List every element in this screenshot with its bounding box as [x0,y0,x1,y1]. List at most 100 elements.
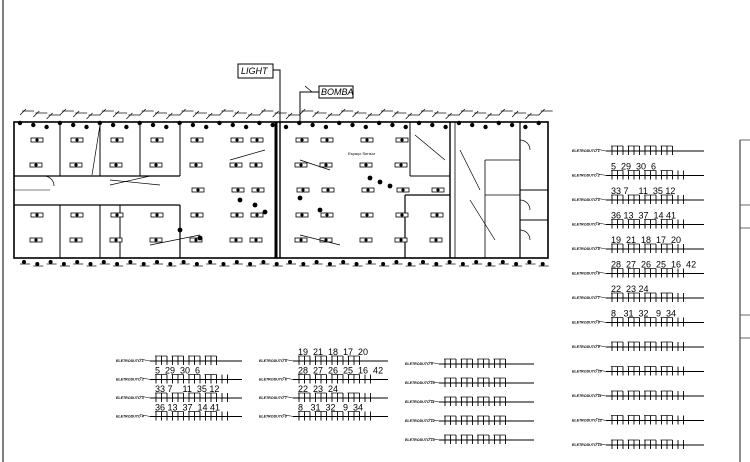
outlet-symbol [164,124,169,130]
outlet-symbol [350,122,355,128]
outlet-symbol [421,260,425,264]
circuit-numbers: 19 21 18 17 20 [298,347,368,357]
conduit-row: ELETRODUTO 12 [405,415,534,425]
outlet-symbol [474,260,479,264]
outlet-symbol [407,262,412,266]
outlet-symbol [297,120,302,126]
conduit-row: ELETRODUTO 436 13 37 14 41 [116,403,242,421]
circuit-numbers: 8 31 32 9 34 [298,403,363,413]
outlet-symbol [317,207,323,213]
outlet-symbol [483,124,488,130]
conduit-label: ELETRODUTO 8 [259,415,287,419]
conduit-row: ELETRODUTO 9 [405,358,534,368]
outlet-symbol [460,262,465,266]
outlet-symbol [283,124,289,130]
conduit-row: ELETRODUTO 10 [572,366,704,376]
conduit-row: ELETRODUTO 11 [405,396,534,406]
outlet-symbol [447,260,452,264]
outlet-symbol [354,262,359,266]
conduit-label: ELETRODUTO 10 [572,370,602,374]
outlet-symbol [377,179,383,185]
conduit-label: ELETRODUTO 11 [405,400,434,404]
outlet-symbol [487,262,492,266]
circuit-numbers: 28 27 26 25 16 42 [611,260,696,270]
conduit-label: ELETRODUTO 8 [572,321,600,325]
outlet-symbol [430,122,435,128]
plan-fixtures [17,108,553,267]
light-label: LIGHT [241,66,269,76]
outlet-symbol [35,262,40,266]
plan-wiring [91,124,496,246]
conduit-label: ELETRODUTO 11 [572,394,601,398]
outlet-symbol [243,124,249,130]
outlet-symbol [22,260,26,264]
outlet-symbol [97,120,103,126]
outlet-symbol [337,120,342,126]
conduit-label: ELETRODUTO 2 [116,378,144,382]
outlet-symbol [257,120,262,126]
outlet-symbol [137,120,142,126]
outlet-symbol [194,262,199,266]
outlet-symbol [470,122,475,128]
outlet-symbol [536,120,541,126]
outlet-symbol [514,262,519,266]
outlet-symbol [168,262,173,266]
outlet-symbol [44,124,49,130]
outlet-symbol [115,262,120,266]
outlet-symbol [261,260,266,264]
outlet-symbol [500,260,505,264]
outlet-symbol [390,122,395,128]
conduit-row: ELETRODUTO 333 7 11 35 12 [572,186,704,204]
wire-run [91,124,101,176]
outlet-symbol [252,202,258,208]
circuit-numbers: 19 21 18 17 20 [611,235,681,245]
wire-run [149,234,201,246]
outlet-symbol [31,122,36,128]
outlet-symbol [197,235,203,241]
conduit-label: ELETRODUTO 10 [405,381,435,385]
outlet-symbol [234,260,239,264]
wire-run [469,199,496,241]
conduit-label: ELETRODUTO 1 [116,359,144,363]
circuit-numbers: 5 29 30 6 [155,366,200,376]
conduit-row: ELETRODUTO 10 [405,377,534,387]
conduit-label: ELETRODUTO 7 [572,296,601,300]
circuit-numbers: 33 7 11 35 12 [155,384,219,394]
outlet-symbol [288,260,292,264]
conduit-label: ELETRODUTO 4 [572,223,600,227]
outlet-symbol [150,122,156,128]
outlet-symbol [496,120,501,126]
outlet-symbol [141,262,146,266]
conduit-row: ELETRODUTO 8 8 31 32 9 34 [259,403,388,421]
outlet-symbol [248,262,253,266]
conduit-row: ELETRODUTO 628 27 26 25 16 42 [572,260,704,278]
conduit-row: ELETRODUTO 88 31 32 9 34 [572,309,704,327]
outlet-symbol [456,120,462,126]
conduit-label: ELETRODUTO 3 [572,198,600,202]
conduit-row: ELETRODUTO 11 [572,390,704,400]
outlet-symbol [57,120,63,126]
circuit-numbers: 22 23 24 [298,384,338,394]
outlet-symbol [177,227,183,233]
outlet-symbol [527,260,532,264]
conduit-label: ELETRODUTO 12 [572,419,602,423]
floor-plan [13,121,549,259]
conduit-label: ELETRODUTO 3 [116,396,144,400]
circuit-numbers: 28 27 26 25 16 42 [298,366,383,376]
wire-run [109,179,161,186]
outlet-symbol [88,262,93,266]
outlet-symbol [274,262,279,266]
outlet-symbol [262,209,268,215]
conduit-row: ELETRODUTO 13 [572,439,704,449]
outlet-symbol [217,120,222,126]
conduit-row: ELETRODUTO 2 5 29 30 6 [116,366,242,384]
circuit-numbers: 22 23 24 [611,284,649,294]
conduit-row: ELETRODUTO 12 [572,415,704,425]
outlet-symbol [17,120,23,126]
outlet-symbol [376,120,382,126]
outlet-symbol [367,260,372,264]
circuit-numbers: 5 29 30 6 [611,162,656,172]
conduit-row: ELETRODUTO 519 21 18 17 20 [572,235,704,253]
outlet-symbol [84,124,89,130]
